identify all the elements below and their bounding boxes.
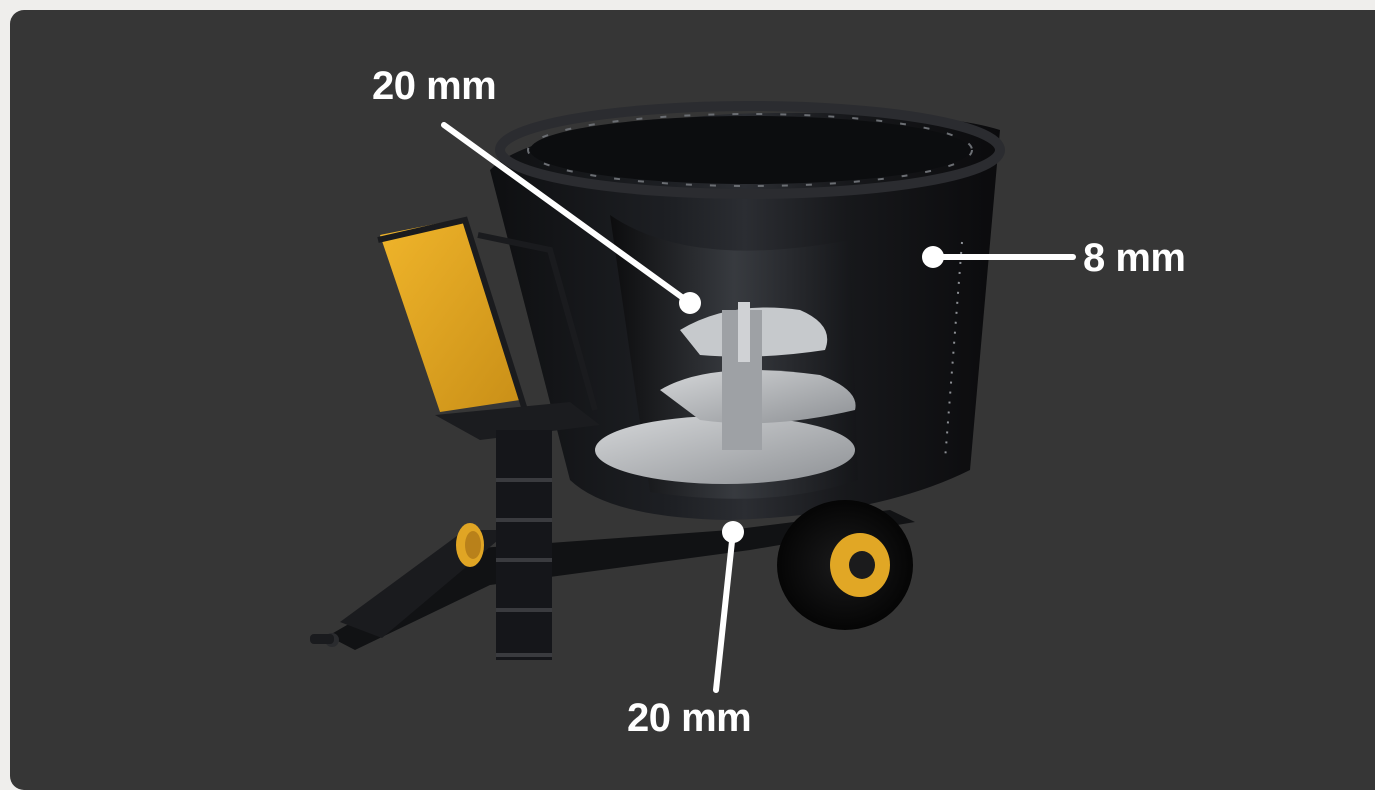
thickness-label-right: 8 mm bbox=[1083, 236, 1186, 280]
auger bbox=[595, 302, 856, 484]
mixer-wagon-illustration bbox=[310, 101, 1076, 693]
wheel bbox=[777, 500, 913, 630]
marker-top bbox=[679, 292, 701, 314]
image-card: 20 mm 8 mm 20 mm bbox=[10, 10, 1375, 790]
marker-right bbox=[922, 246, 944, 268]
thickness-label-top: 20 mm bbox=[372, 64, 497, 108]
platform bbox=[377, 216, 600, 660]
leader-lines bbox=[441, 122, 1076, 693]
marker-bottom bbox=[722, 521, 744, 543]
thickness-label-bottom: 20 mm bbox=[627, 696, 752, 740]
